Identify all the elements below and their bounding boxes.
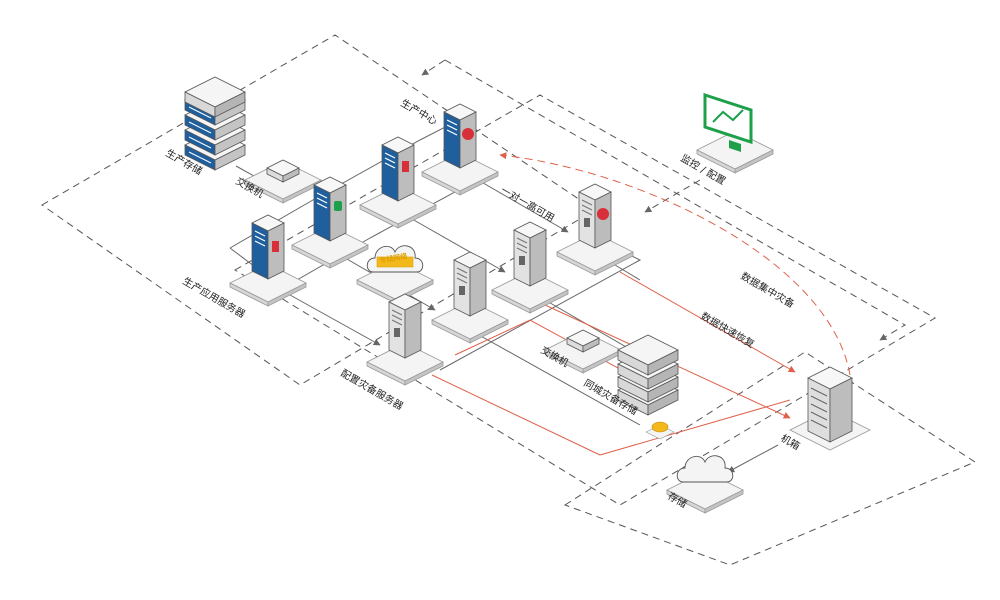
app-server-1 [229,214,307,307]
centralized-dr-path [444,59,906,341]
dr-server-4 [556,183,634,276]
app-server-2 [291,176,369,269]
monitor-console [696,92,774,174]
app-server-4 [421,103,499,196]
cloud-icon [676,455,734,483]
server-icon [251,214,285,280]
cabinet [789,366,871,451]
server-icon [453,251,487,317]
monitor-link [644,179,701,213]
dr-server-3 [491,221,569,314]
dedicated-network [356,245,434,304]
server-icon [381,136,415,202]
cabinet-icon [807,366,853,443]
small-cloud-badge [645,421,675,440]
monitor-icon [703,92,753,152]
server-icon [388,293,422,359]
label-one-to-one-ha: 一对一高可用 [499,183,557,224]
server-icon [513,221,547,287]
centralized-dr-arrow-back [421,59,446,76]
dr-zone-outline [234,94,936,506]
label-data-fast-recovery: 数据快速恢复 [699,309,757,350]
production-storage [184,76,246,171]
dr-server-2 [431,251,509,344]
app-server-3 [359,136,437,229]
